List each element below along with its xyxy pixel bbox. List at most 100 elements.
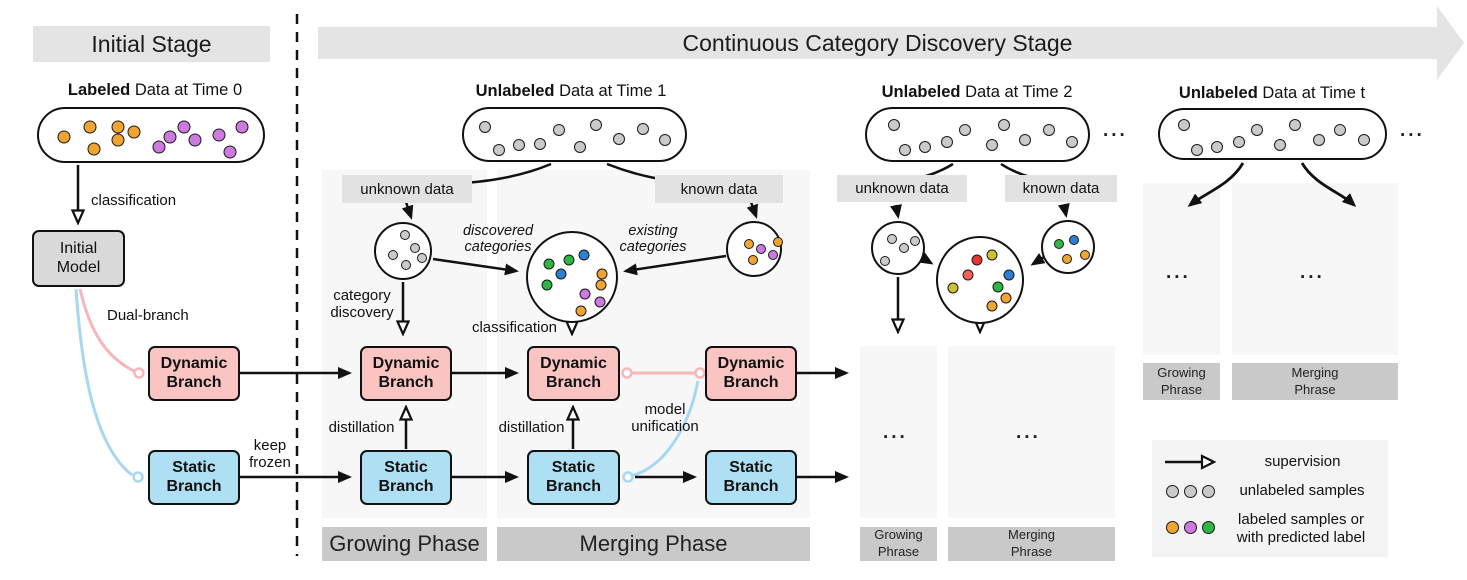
orange-sample-dot	[1080, 250, 1090, 260]
gray-sample-dot	[410, 243, 420, 253]
dataset-title-rest: Data at Time 2	[960, 83, 1073, 101]
green-sample-dot	[1054, 239, 1064, 249]
green-sample-dot	[563, 254, 575, 266]
ellipsis-merging-tt: ...	[1300, 262, 1325, 284]
classification-text: classification	[471, 319, 558, 336]
dataset-title-t2: Unlabeled Data at Time 2	[877, 83, 1077, 102]
static-line1: Static	[729, 458, 773, 476]
growing-phrase-line1: Growing	[874, 527, 923, 543]
blue-sample-dot	[555, 268, 567, 280]
static-branch-box-3: Static Branch	[705, 450, 797, 505]
existing-line1: existing	[628, 223, 678, 239]
gray-sample-dot	[899, 243, 909, 253]
merging-phrase-bar-t2: Merging Phrase	[948, 527, 1115, 561]
gray-sample-dot	[534, 138, 546, 150]
purple-sample-dot	[177, 120, 191, 134]
gray-sample-dot	[1184, 485, 1197, 498]
gray-sample-dot	[1202, 485, 1215, 498]
gray-sample-dot	[1191, 144, 1203, 156]
gray-sample-dot	[493, 144, 505, 156]
legend-supervision-label: supervision	[1240, 453, 1365, 471]
green-sample-dot	[541, 279, 553, 291]
dataset-title-bold: Unlabeled	[881, 83, 961, 101]
gray-sample-dot	[959, 124, 971, 136]
purple-sample-dot	[594, 296, 606, 308]
dataset-title-t1: Unlabeled Data at Time 1	[471, 82, 671, 101]
gray-sample-dot	[1274, 139, 1286, 151]
orange-sample-dot	[575, 305, 587, 317]
gray-sample-dot	[401, 260, 411, 270]
gray-sample-dot	[1334, 124, 1346, 136]
purple-sample-dot	[1184, 521, 1197, 534]
static-branch-box-1: Static Branch	[360, 450, 452, 505]
purple-sample-dot	[223, 145, 237, 159]
dynamic-line1: Dynamic	[372, 354, 440, 372]
ellipsis-merging-t2: ...	[1016, 422, 1041, 444]
ellipsis-after-t2: ...	[1103, 120, 1128, 142]
dual-branch-text: Dual-branch	[107, 307, 189, 324]
orange-sample-dot	[1000, 292, 1012, 304]
purple-sample-dot	[756, 244, 766, 254]
dataset-title-bold: Unlabeled	[475, 82, 555, 100]
gray-sample-dot	[553, 124, 565, 136]
gray-sample-dot	[998, 119, 1010, 131]
growing-phrase-line1: Growing	[1157, 364, 1206, 380]
gray-sample-dot	[659, 134, 671, 146]
discovered-line2: categories	[464, 239, 532, 256]
keep-frozen-line2: frozen	[249, 453, 291, 471]
unknown-data-text: unknown data	[360, 180, 454, 198]
orange-sample-dot	[127, 125, 141, 139]
purple-sample-dot	[212, 128, 226, 142]
orange-sample-dot	[748, 255, 758, 265]
static-line2: Branch	[166, 477, 222, 495]
supervision-arrow-icon	[1165, 454, 1216, 470]
growing-phrase-line2: Phrase	[877, 544, 920, 559]
blue-sample-dot	[578, 249, 590, 261]
gray-sample-dot	[1211, 141, 1223, 153]
gray-sample-dot	[1313, 134, 1325, 146]
gray-sample-dot	[1166, 485, 1179, 498]
legend-labeled-dots	[1166, 521, 1220, 534]
category-discovery-label: category discovery	[322, 287, 402, 322]
existing-line2: categories	[619, 239, 687, 256]
unknown-samples-circle-t1	[374, 222, 432, 280]
gray-sample-dot	[388, 250, 398, 260]
orange-sample-dot	[87, 142, 101, 156]
blue-connector-circle	[132, 471, 144, 483]
ellipsis-text: ...	[1400, 120, 1425, 141]
merging-phase-panel-t2	[948, 346, 1115, 518]
dual-branch-pink-curve	[78, 288, 135, 373]
ellipsis-after-tt: ...	[1400, 120, 1425, 142]
unlabeled-data-pill-tt	[1158, 108, 1387, 160]
unknown-samples-circle-t2	[871, 221, 925, 275]
gray-sample-dot	[899, 144, 911, 156]
classification-label-t0: classification	[91, 192, 191, 210]
gray-sample-dot	[400, 230, 410, 240]
unlabeled-data-pill-t2	[865, 107, 1090, 162]
growing-phrase-bar-t2: Growing Phrase	[860, 527, 937, 561]
legend-labeled-label: labeled samples or with predicted label	[1222, 511, 1380, 546]
dynamic-branch-box-3: Dynamic Branch	[705, 346, 797, 401]
gray-sample-dot	[1043, 124, 1055, 136]
initial-model-box: Initial Model	[32, 230, 125, 287]
yellow-sample-dot	[947, 282, 959, 294]
ellipsis-growing-t2: ...	[883, 422, 908, 444]
ccd-stage-banner: Continuous Category Discovery Stage	[318, 27, 1437, 59]
dataset-title-bold: Labeled	[67, 81, 131, 99]
category-line2: discovery	[330, 303, 394, 321]
static-branch-box-init: Static Branch	[148, 450, 240, 505]
unknown-data-chip-t1: unknown data	[342, 175, 472, 203]
merging-phase-panel-tt	[1232, 183, 1398, 355]
arrow-existing-categories-t2	[1030, 253, 1046, 266]
purple-sample-dot	[163, 130, 177, 144]
merging-phrase-line1: Merging	[1291, 364, 1339, 380]
gray-sample-dot	[574, 141, 586, 153]
gray-sample-dot	[941, 136, 953, 148]
ellipsis-text: ...	[1016, 422, 1041, 443]
dynamic-line2: Branch	[166, 373, 222, 391]
ellipsis-text: ...	[1103, 120, 1128, 141]
dynamic-line2: Branch	[378, 373, 434, 391]
pink-connector-circle	[133, 367, 145, 379]
model-unification-line1: model	[644, 401, 686, 418]
arrow-unknown-to-circle-t2	[890, 204, 902, 219]
